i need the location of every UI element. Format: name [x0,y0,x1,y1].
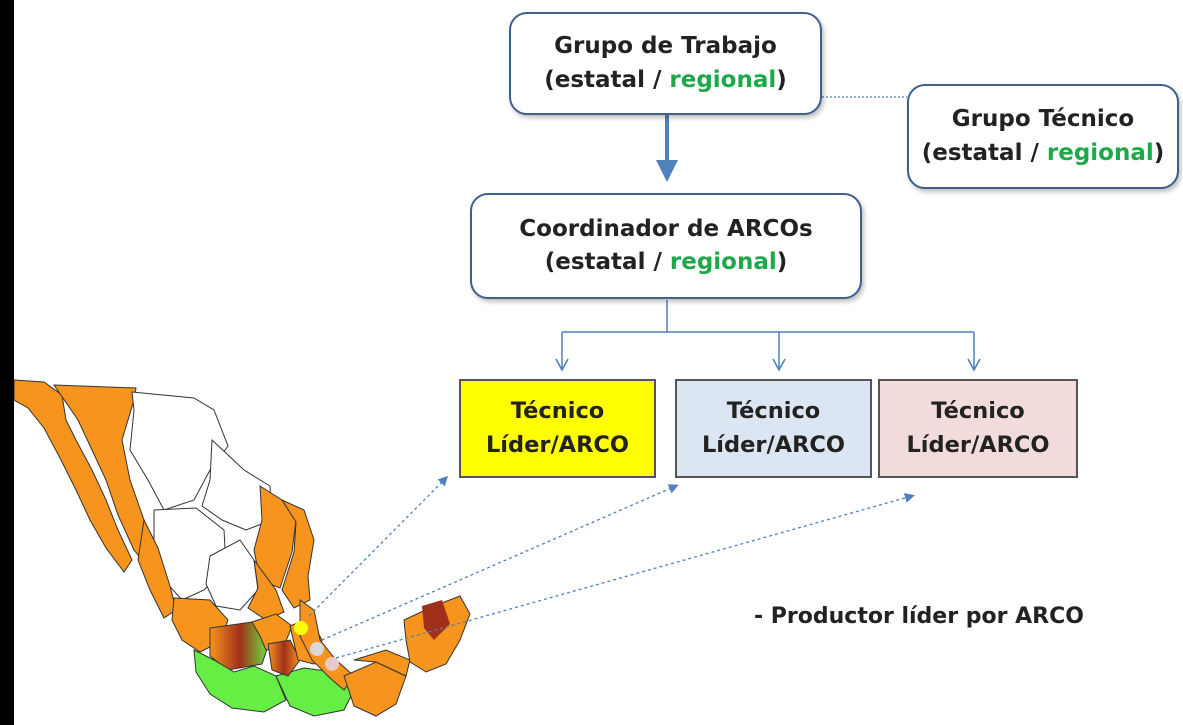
tecnico-box-yellow: Técnico Líder/ARCO [459,379,656,478]
marker-yellow [294,621,308,635]
coordinador-box: Coordinador de ARCOs (estatal / regional… [470,193,862,299]
coordinador-title: Coordinador de ARCOs [519,215,813,242]
grupo-tecnico-box: Grupo Técnico (estatal / regional) [907,84,1179,189]
tecnico-label: Técnico [931,397,1025,424]
coordinador-scope: (estatal / regional) [544,249,788,275]
lider-arco-label: Líder/ARCO [485,431,630,458]
mexico-map [14,379,471,717]
grupo-tecnico-scope: (estatal / regional) [921,139,1165,166]
slide-canvas: Grupo de Trabajo (estatal / regional) Gr… [14,0,1183,725]
map-arrows [308,475,915,659]
tecnico-label: Técnico [726,397,821,424]
lider-arco-label: Líder/ARCO [906,431,1050,458]
grupo-trabajo-title: Grupo de Trabajo [554,33,777,60]
marker-pink [325,657,339,671]
marker-gray [310,642,324,656]
tecnico-box-blue: Técnico Líder/ARCO [675,379,872,478]
tree-connector [555,300,981,372]
lider-arco-label: Líder/ARCO [701,431,846,458]
grupo-trabajo-scope: (estatal / regional) [544,66,787,93]
tecnico-label: Técnico [510,397,605,424]
productor-lider-note: - Productor líder por ARCO [754,604,1084,629]
grupo-trabajo-box: Grupo de Trabajo (estatal / regional) [509,12,822,115]
grupo-tecnico-title: Grupo Técnico [951,106,1135,133]
tecnico-box-pink: Técnico Líder/ARCO [878,379,1078,478]
diagram-graphics [14,96,981,717]
